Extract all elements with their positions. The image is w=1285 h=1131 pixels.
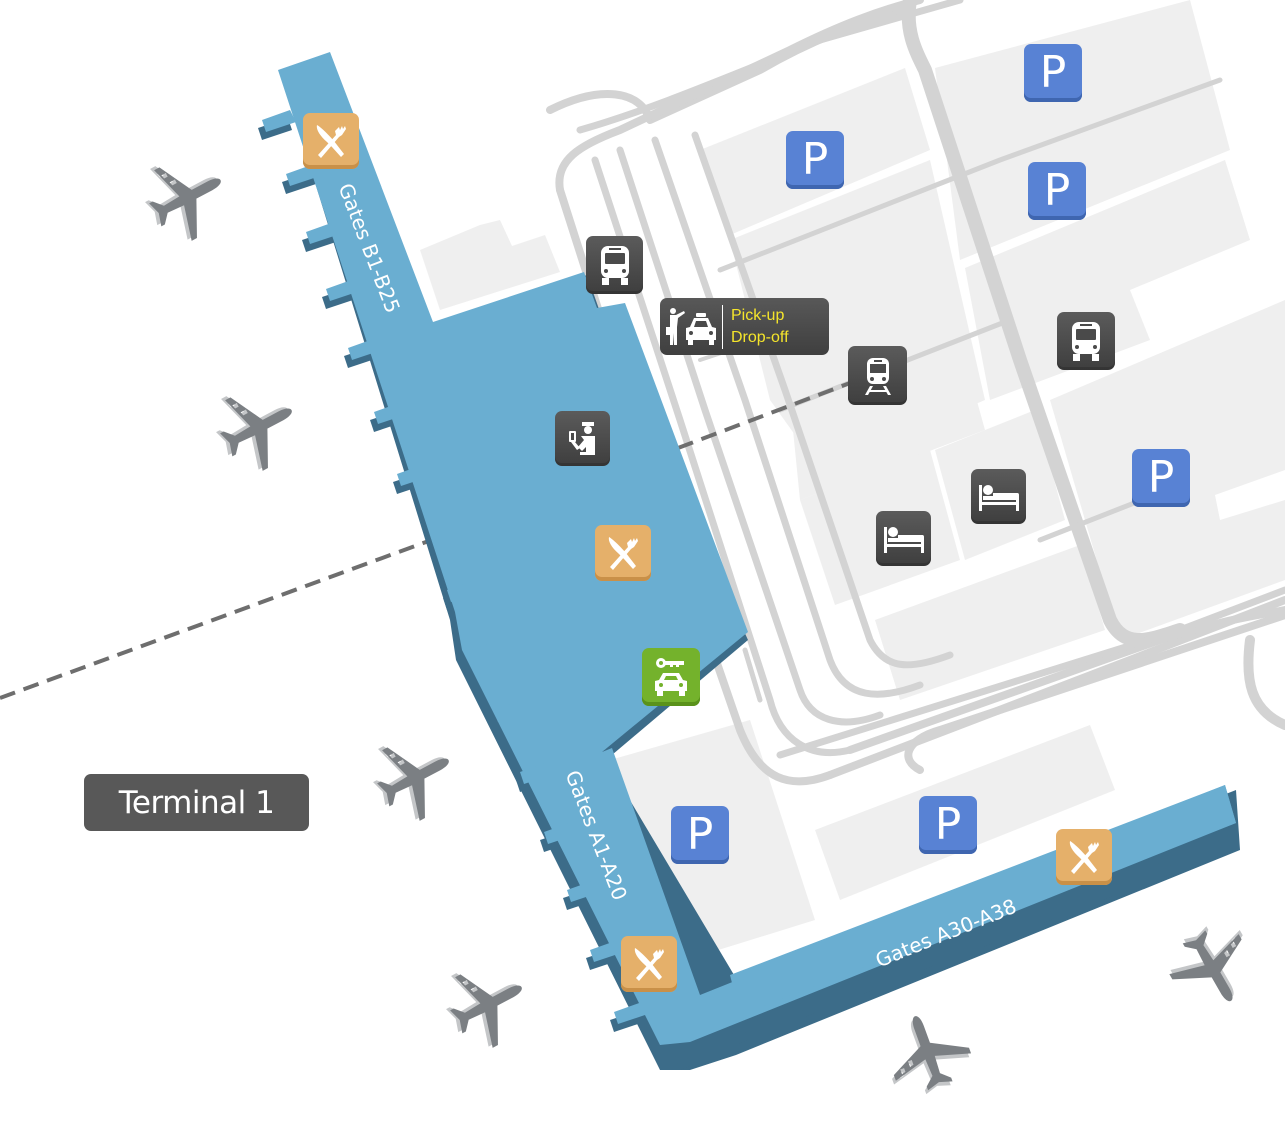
taxi-passenger-icon — [666, 307, 716, 345]
customs-officer-icon — [568, 421, 595, 455]
parking-poi-3[interactable]: P — [1028, 162, 1086, 220]
plane-icon — [203, 373, 311, 481]
parking-poi-6[interactable]: P — [919, 796, 977, 854]
hotel-poi-2[interactable] — [971, 469, 1026, 524]
plane-icon — [433, 950, 541, 1058]
train-station-poi[interactable] — [848, 346, 907, 405]
plane-icon — [132, 143, 240, 251]
gate-piers-b-fill — [262, 110, 648, 1024]
dropoff-label: Drop-off — [731, 328, 789, 346]
fork-knife-icon — [634, 948, 664, 981]
bus-icon — [600, 246, 629, 285]
parking-poi-5[interactable]: P — [671, 806, 729, 864]
bed-icon — [883, 526, 924, 553]
pickup-dropoff-poi[interactable]: Pick-up Drop-off — [660, 298, 829, 355]
hotel-poi[interactable] — [876, 511, 931, 566]
bus-stop-poi[interactable] — [586, 236, 643, 294]
terminal-label: Terminal 1 — [84, 774, 309, 831]
restaurant-poi-b[interactable] — [303, 113, 359, 169]
bus-stop-poi-east[interactable] — [1057, 312, 1115, 370]
bed-icon — [978, 484, 1019, 511]
train-icon — [864, 357, 891, 395]
car-rental-poi[interactable] — [642, 648, 700, 706]
fork-knife-icon — [608, 537, 638, 570]
dashed-paths — [0, 381, 851, 700]
pickup-label: Pick-up — [731, 306, 785, 324]
fork-knife-icon — [1069, 841, 1099, 874]
road-network — [546, 0, 1285, 786]
restaurant-poi-a30[interactable] — [1056, 829, 1112, 885]
parking-poi-4[interactable]: P — [1132, 449, 1190, 507]
parking-poi-2[interactable]: P — [786, 131, 844, 189]
parking-poi-1[interactable]: P — [1024, 44, 1082, 102]
car-key-icon — [655, 658, 687, 696]
parking-lots — [420, 0, 1285, 965]
passport-control-poi[interactable] — [555, 411, 610, 466]
plane-icon — [360, 723, 468, 831]
restaurant-poi-main[interactable] — [595, 525, 651, 581]
divider — [722, 304, 723, 349]
restaurant-poi-a[interactable] — [621, 936, 677, 992]
bus-icon — [1072, 322, 1100, 361]
fork-knife-icon — [316, 125, 346, 158]
plane-icon — [875, 1002, 978, 1104]
plane-icon — [1159, 912, 1267, 1021]
